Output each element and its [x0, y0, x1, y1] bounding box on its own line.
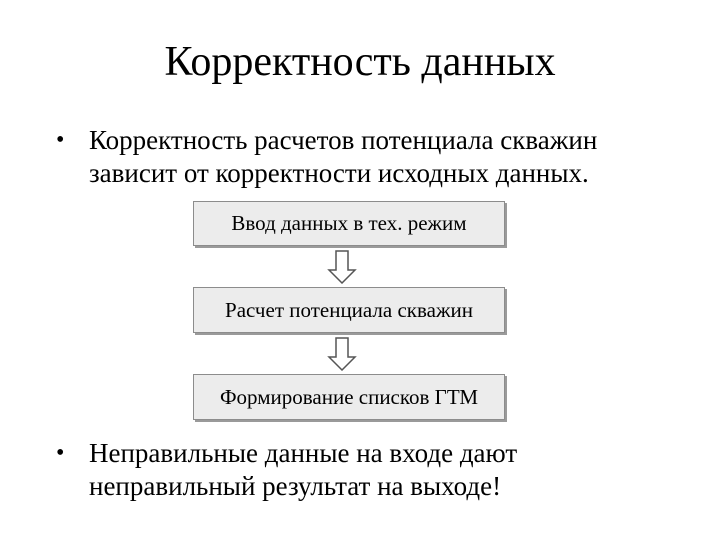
bullet-line: зависит от корректности исходных данных.: [89, 158, 589, 188]
down-arrow-icon: [327, 250, 357, 284]
slide-title: Корректность данных: [164, 39, 556, 85]
down-arrow-icon: [327, 337, 357, 371]
bullet-text: Неправильные данные на входе дают неправ…: [89, 437, 679, 503]
flow-step-potential-calc: Расчет потенциала скважин: [193, 287, 505, 333]
bullet-line: неправильный результат на выходе!: [89, 471, 502, 501]
bullet-text: Корректность расчетов потенциала скважин…: [89, 124, 679, 190]
bullet-line: Неправильные данные на входе дают: [89, 438, 518, 468]
bullet-line: Корректность расчетов потенциала скважин: [89, 125, 598, 155]
bullet-marker: •: [56, 440, 65, 466]
flow-step-data-input: Ввод данных в тех. режим: [193, 201, 505, 246]
bullet-marker: •: [56, 127, 65, 153]
flow-step-gtm-lists: Формирование списков ГТМ: [193, 374, 505, 420]
